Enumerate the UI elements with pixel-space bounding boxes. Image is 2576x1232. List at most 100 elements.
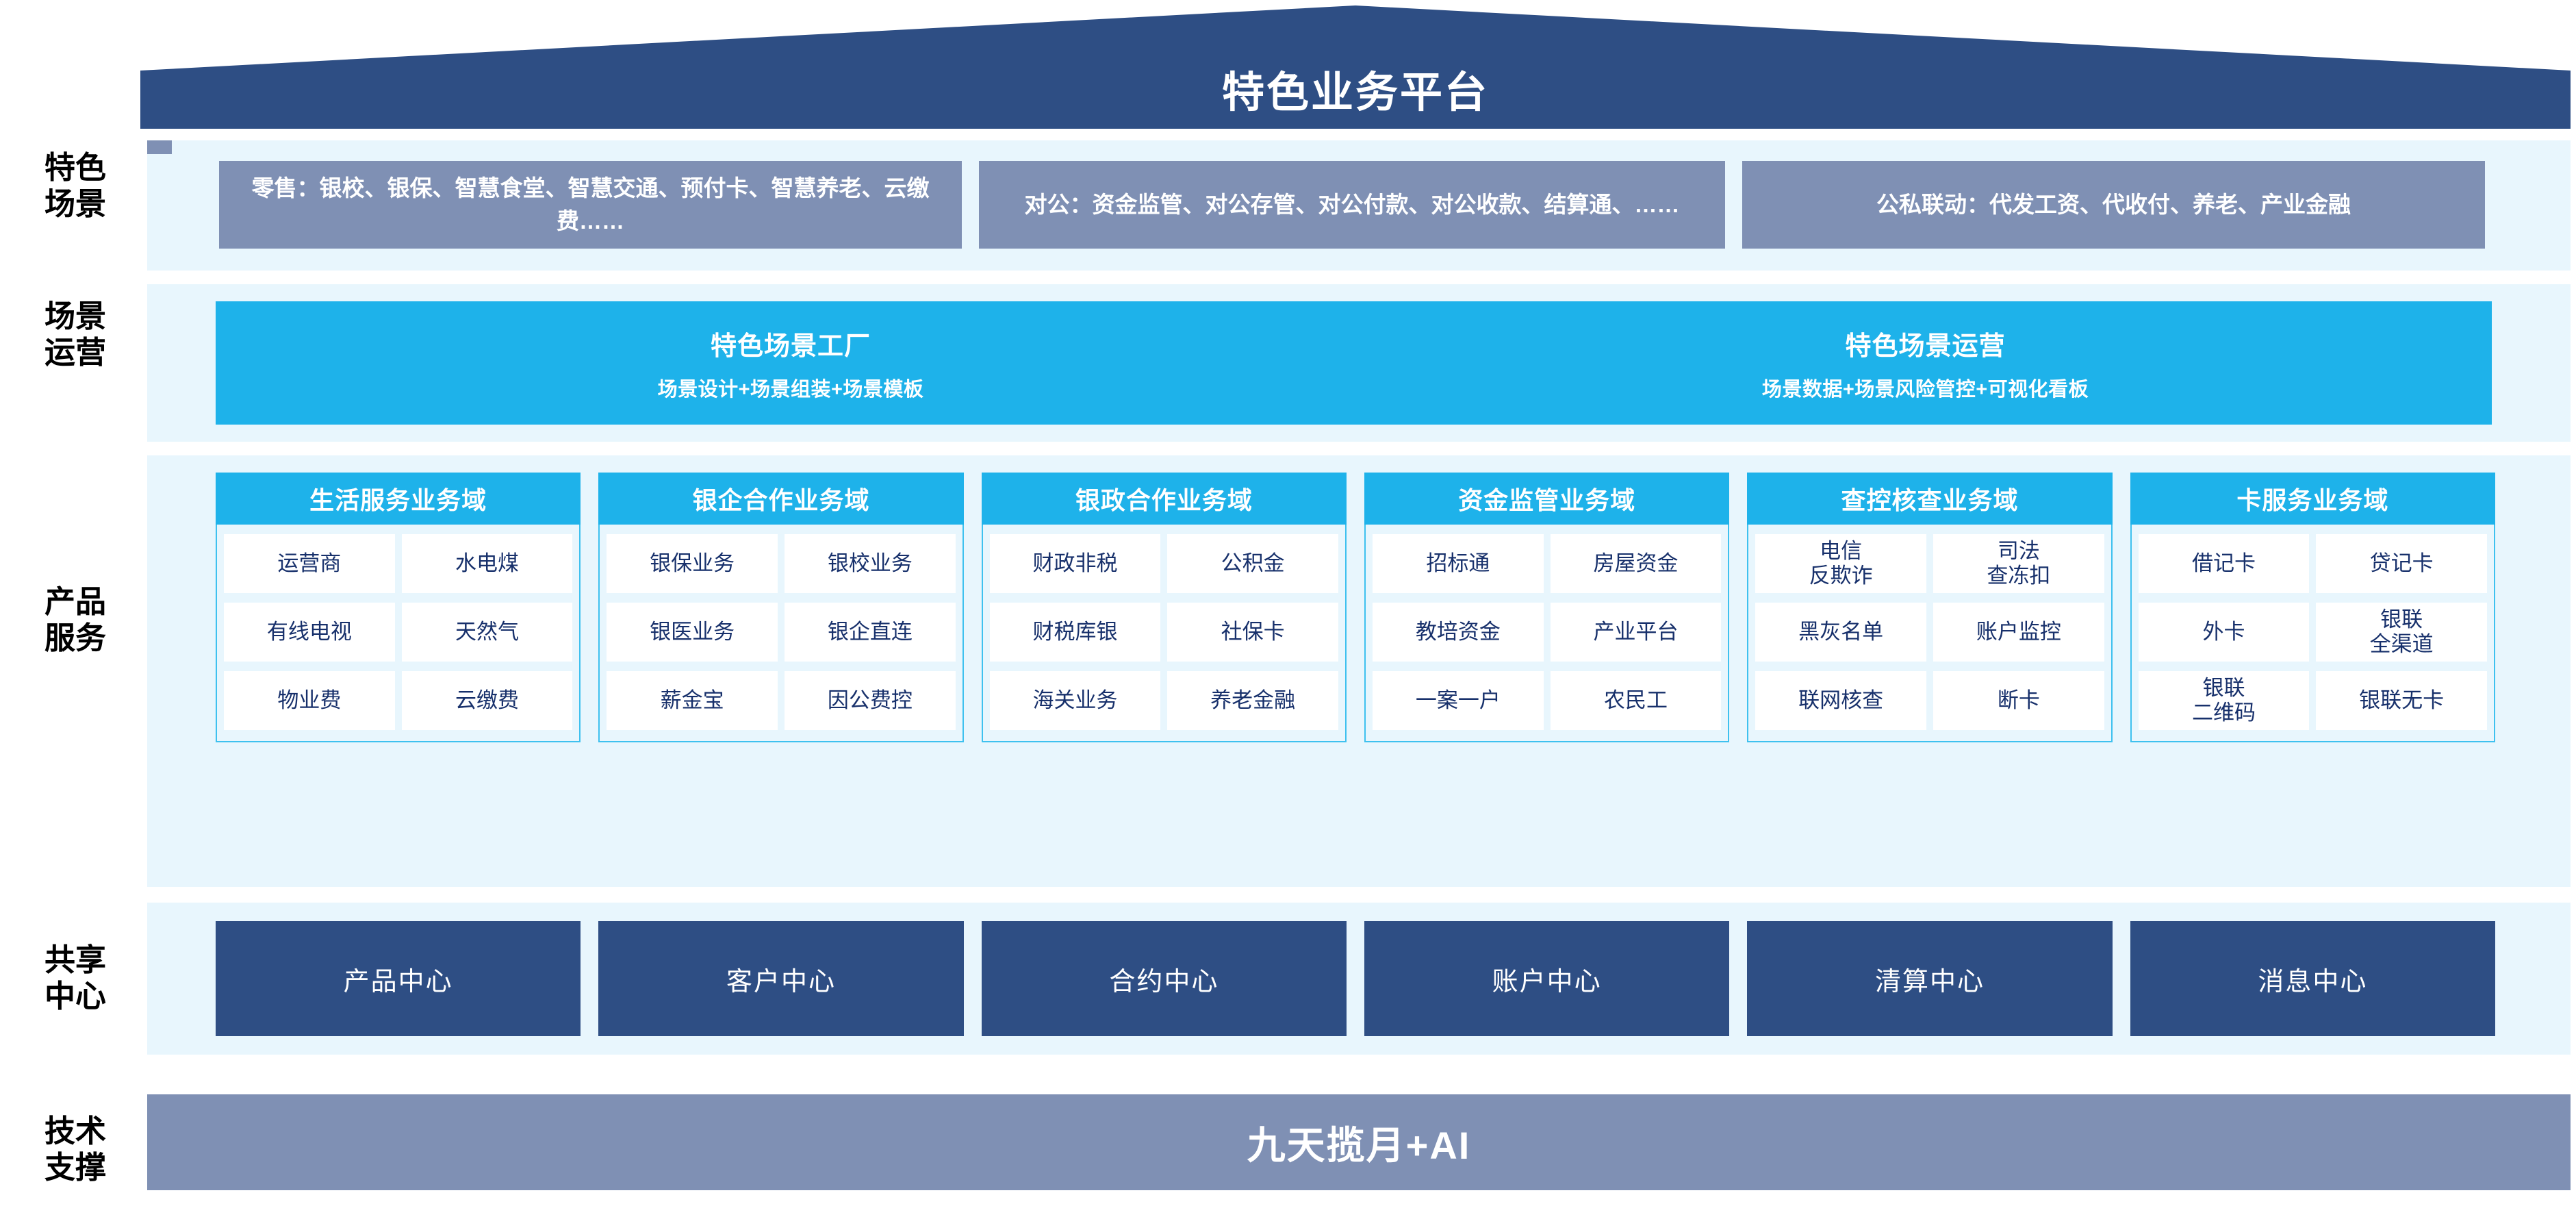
platform-roof-banner: 特色业务平台 xyxy=(140,5,2571,129)
product-cell-row: 电信反欺诈 司法查冻扣 xyxy=(1755,534,2104,593)
product-cell[interactable]: 银校业务 xyxy=(785,534,956,593)
product-column-fund-supervision: 资金监管业务域招标通房屋资金教培资金产业平台一案一户农民工 xyxy=(1364,473,1730,742)
product-cell-row: 借记卡 贷记卡 xyxy=(2138,534,2487,593)
product-cell[interactable]: 账户监控 xyxy=(1933,603,2104,662)
shared-center-account-center[interactable]: 账户中心 xyxy=(1364,921,1730,1036)
scene-box-retail-box[interactable]: 零售：银校、银保、智慧食堂、智慧交通、预付卡、智慧养老、云缴费…… xyxy=(219,161,962,249)
product-cell-row: 财税库银 社保卡 xyxy=(989,603,1338,662)
row-label-scene-line2: 场景 xyxy=(44,186,106,222)
shared-center-contract-center[interactable]: 合约中心 xyxy=(981,921,1347,1036)
product-cell[interactable]: 断卡 xyxy=(1933,671,2104,730)
product-cell[interactable]: 云缴费 xyxy=(401,671,573,730)
product-cell[interactable]: 天然气 xyxy=(401,603,573,662)
product-cell[interactable]: 银联全渠道 xyxy=(2316,603,2487,662)
product-cell-label: 电信反欺诈 xyxy=(1809,539,1873,588)
product-cell[interactable]: 财税库银 xyxy=(989,603,1161,662)
product-cell[interactable]: 教培资金 xyxy=(1373,603,1544,662)
product-cell[interactable]: 银联二维码 xyxy=(2138,671,2310,730)
product-cell[interactable]: 海关业务 xyxy=(989,671,1161,730)
product-cell[interactable]: 房屋资金 xyxy=(1550,534,1722,593)
shared-center-message-center[interactable]: 消息中心 xyxy=(2130,921,2495,1036)
product-cell-label: 公积金 xyxy=(1221,551,1285,576)
product-cell[interactable]: 银企直连 xyxy=(785,603,956,662)
row-label-shared: 共享 中心 xyxy=(21,942,130,1014)
row-label-shared-line2: 中心 xyxy=(44,979,106,1014)
product-column-body-fund-supervision: 招标通 房屋资金教培资金 产业平台一案一户农民工 xyxy=(1364,525,1730,742)
product-cell[interactable]: 银保业务 xyxy=(607,534,778,593)
product-cell-label: 司法查冻扣 xyxy=(1987,539,2051,588)
product-cell[interactable]: 养老金融 xyxy=(1167,671,1338,730)
product-cell-label: 贷记卡 xyxy=(2369,551,2434,576)
product-cell[interactable]: 一案一户 xyxy=(1373,671,1544,730)
product-cell[interactable]: 社保卡 xyxy=(1167,603,1338,662)
row-label-product-line2: 服务 xyxy=(44,620,106,656)
product-cell[interactable]: 银医业务 xyxy=(607,603,778,662)
product-cell[interactable]: 因公费控 xyxy=(785,671,956,730)
product-cell[interactable]: 公积金 xyxy=(1167,534,1338,593)
product-cell[interactable]: 农民工 xyxy=(1550,671,1722,730)
product-cell-label: 水电煤 xyxy=(455,551,519,576)
product-column-header-life-service: 生活服务业务域 xyxy=(216,473,581,525)
shared-center-product-center[interactable]: 产品中心 xyxy=(216,921,581,1036)
product-cell-label: 社保卡 xyxy=(1221,620,1285,644)
row-label-shared-line1: 共享 xyxy=(44,942,106,977)
tech-support-band[interactable]: 九天揽月+AI xyxy=(147,1094,2571,1190)
product-cell[interactable]: 物业费 xyxy=(224,671,395,730)
product-cell[interactable]: 产业平台 xyxy=(1550,603,1722,662)
product-cell-label: 银联无卡 xyxy=(2359,688,2445,713)
product-cell[interactable]: 水电煤 xyxy=(401,534,573,593)
product-cell[interactable]: 借记卡 xyxy=(2138,534,2310,593)
product-cell[interactable]: 贷记卡 xyxy=(2316,534,2487,593)
product-cell-row: 一案一户农民工 xyxy=(1373,671,1722,730)
product-cell[interactable]: 有线电视 xyxy=(224,603,395,662)
product-cell-label: 黑灰名单 xyxy=(1798,620,1884,644)
product-cell-label: 产业平台 xyxy=(1593,620,1679,644)
shared-center-customer-center[interactable]: 客户中心 xyxy=(598,921,964,1036)
product-cell[interactable]: 运营商 xyxy=(224,534,395,593)
product-cell[interactable]: 招标通 xyxy=(1373,534,1544,593)
product-cell[interactable]: 电信反欺诈 xyxy=(1755,534,1926,593)
product-column-life-service: 生活服务业务域运营商 水电煤有线电视天然气物业费 云缴费 xyxy=(216,473,581,742)
row-label-product-line1: 产品 xyxy=(44,584,106,619)
product-cell-label: 联网核查 xyxy=(1798,688,1884,713)
operation-title-scene-operation: 特色场景运营 xyxy=(1845,331,2006,361)
product-cell[interactable]: 黑灰名单 xyxy=(1755,603,1926,662)
product-cell-label: 海关业务 xyxy=(1032,688,1118,713)
product-cell-label: 因公费控 xyxy=(827,688,913,713)
product-cell-row: 海关业务 养老金融 xyxy=(989,671,1338,730)
product-cell[interactable]: 薪金宝 xyxy=(607,671,778,730)
product-cell[interactable]: 司法查冻扣 xyxy=(1933,534,2104,593)
shared-center-clearing-center[interactable]: 清算中心 xyxy=(1747,921,2113,1036)
product-cell[interactable]: 财政非税 xyxy=(989,534,1161,593)
product-cell-label: 银联二维码 xyxy=(2191,676,2256,725)
row-label-tech-line1: 技术 xyxy=(44,1114,106,1148)
product-cell-row: 招标通 房屋资金 xyxy=(1373,534,1722,593)
row-label-operation-line2: 运营 xyxy=(44,335,106,370)
product-cell-row: 银医业务银企直连 xyxy=(607,603,956,662)
scene-box-corporate[interactable]: 对公：资金监管、对公存管、对公付款、对公收款、结算通、…… xyxy=(979,161,1725,249)
product-cell-row: 有线电视天然气 xyxy=(224,603,573,662)
row-label-scene: 特色 场景 xyxy=(21,149,130,222)
scene-box-public-private[interactable]: 公私联动：代发工资、代收付、养老、产业金融 xyxy=(1742,161,2485,249)
product-cell-label: 物业费 xyxy=(277,688,342,713)
product-cell-row: 银保业务 银校业务 xyxy=(607,534,956,593)
product-cell-label: 银校业务 xyxy=(827,551,913,576)
product-cell[interactable]: 外卡 xyxy=(2138,603,2310,662)
product-cell-row: 黑灰名单 账户监控 xyxy=(1755,603,2104,662)
product-cell-label: 养老金融 xyxy=(1210,688,1296,713)
product-column-header-bank-government: 银政合作业务域 xyxy=(981,473,1347,525)
product-cell-row: 运营商 水电煤 xyxy=(224,534,573,593)
row-label-operation-line1: 场景 xyxy=(44,299,106,334)
product-cell[interactable]: 银联无卡 xyxy=(2316,671,2487,730)
product-cell-row: 外卡银联全渠道 xyxy=(2138,603,2487,662)
product-cell-label: 招标通 xyxy=(1426,551,1490,576)
product-column-header-investigation-control: 查控核查业务域 xyxy=(1747,473,2113,525)
product-cell[interactable]: 联网核查 xyxy=(1755,671,1926,730)
operation-box-scene-factory[interactable]: 特色场景工厂 场景设计+场景组装+场景模板 xyxy=(216,301,1366,425)
product-column-body-investigation-control: 电信反欺诈 司法查冻扣黑灰名单 账户监控联网核查 断卡 xyxy=(1747,525,2113,742)
row-label-product: 产品 服务 xyxy=(21,583,130,656)
scene-box-retail[interactable] xyxy=(147,140,172,154)
product-cell-row: 银联二维码 银联无卡 xyxy=(2138,671,2487,730)
operation-box-scene-operation[interactable]: 特色场景运营 场景数据+场景风险管控+可视化看板 xyxy=(1359,301,2492,425)
